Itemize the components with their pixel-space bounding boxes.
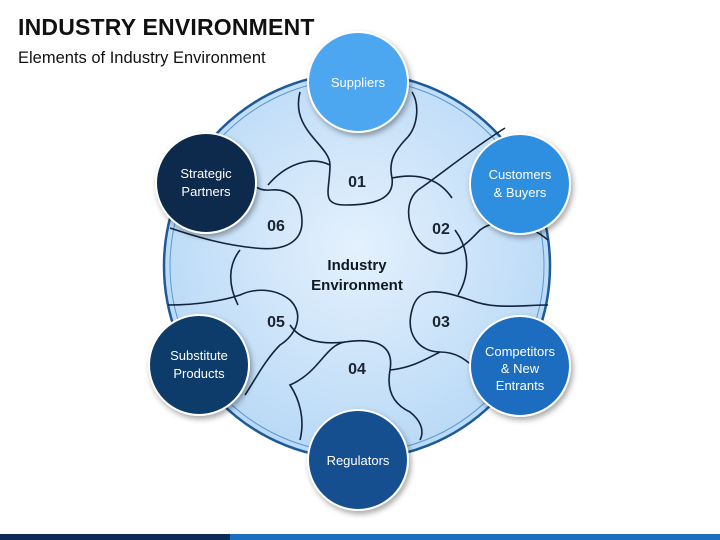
node-circle	[469, 133, 571, 235]
node-label-line: Competitors	[485, 344, 556, 359]
node-strategic-partners: Strategic Partners	[155, 132, 257, 234]
node-label-line: Partners	[181, 184, 231, 199]
segment-number-05: 05	[267, 314, 285, 331]
footer-accent-dark	[0, 534, 230, 540]
node-competitors-new-entrants: Competitors & New Entrants	[469, 315, 571, 417]
puzzle-seam	[389, 351, 441, 371]
page-title: INDUSTRY ENVIRONMENT	[18, 14, 315, 40]
node-label-line: Regulators	[327, 453, 390, 468]
node-suppliers: Suppliers	[307, 31, 409, 133]
node-regulators: Regulators	[307, 409, 409, 511]
footer-accent-light	[230, 534, 720, 540]
node-substitute-products: Substitute Products	[148, 314, 250, 416]
puzzle-pieces	[167, 91, 549, 441]
node-circle	[469, 315, 571, 417]
segment-number-01: 01	[348, 174, 366, 191]
node-label-line: & Buyers	[494, 185, 547, 200]
node-circle	[155, 132, 257, 234]
node-label-line: & New	[501, 361, 540, 376]
segment-number-03: 03	[432, 314, 450, 331]
segment-number-06: 06	[267, 218, 285, 235]
puzzle-seam	[289, 324, 346, 344]
page-subtitle: Elements of Industry Environment	[18, 49, 266, 67]
footer-accent-bar	[0, 534, 720, 540]
puzzle-seam	[229, 249, 241, 306]
node-circle	[307, 409, 409, 511]
node-label-line: Customers	[489, 167, 552, 182]
node-label-line: Suppliers	[331, 75, 386, 90]
segment-number-04: 04	[348, 361, 366, 378]
puzzle-piece-01	[297, 91, 418, 206]
center-label-line2: Environment	[311, 277, 403, 294]
puzzle-seam	[391, 175, 453, 199]
node-label-line: Products	[173, 366, 225, 381]
puzzle-piece-04	[288, 339, 423, 441]
center-label-line1: Industry	[327, 257, 387, 274]
puzzle-seam	[267, 160, 331, 186]
node-circle	[148, 314, 250, 416]
puzzle-piece-05	[167, 289, 299, 396]
node-label-line: Substitute	[170, 348, 228, 363]
node-circle	[307, 31, 409, 133]
node-customers-buyers: Customers & Buyers	[469, 133, 571, 235]
node-label-line: Entrants	[496, 378, 545, 393]
node-label-line: Strategic	[180, 166, 232, 181]
puzzle-seam	[454, 229, 468, 296]
segment-number-02: 02	[432, 221, 450, 238]
